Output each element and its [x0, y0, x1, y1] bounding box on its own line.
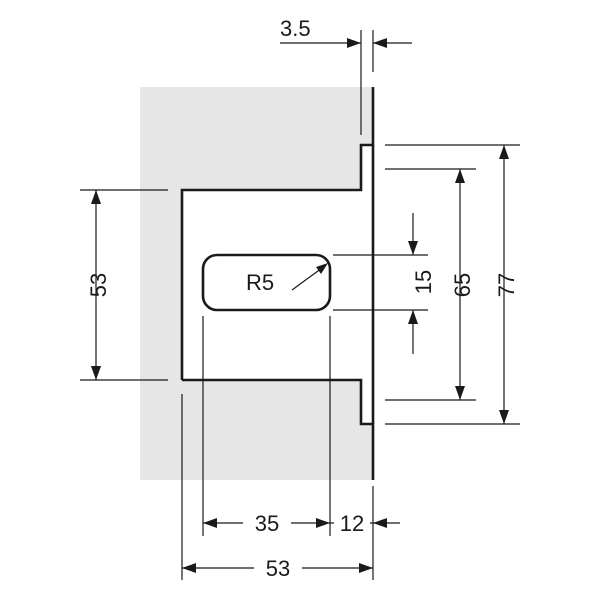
arrow-65-up: [455, 169, 465, 183]
label-slot-width: 35: [255, 511, 279, 536]
arrow-35-left: [203, 518, 217, 528]
label-bg-bottom: [254, 553, 302, 581]
arrow-65-down: [455, 386, 465, 400]
pocket-cutout: [182, 145, 373, 424]
arrow-12-right: [373, 518, 387, 528]
pocket-outline: [180, 87, 375, 380]
radius-label: R5: [246, 270, 274, 295]
arrow-bottom-left: [182, 563, 196, 573]
radius-leader: [291, 267, 323, 291]
arrow-77-up: [499, 145, 509, 159]
label-bg-12: [334, 508, 370, 536]
label-plate-height: 77: [494, 273, 519, 297]
slot-outline: [201, 253, 332, 312]
radius-arrow: [316, 263, 328, 274]
arrow-left-up: [91, 190, 101, 204]
arrow-77-down: [499, 410, 509, 424]
arrow-top-right: [373, 38, 387, 48]
arrow-15-up: [408, 310, 418, 324]
label-bg-35: [243, 508, 291, 536]
arrow-top-left: [347, 38, 361, 48]
label-slot-edge-offset: 12: [340, 511, 364, 536]
arrow-15-down: [408, 241, 418, 255]
label-bottom-width: 53: [266, 556, 290, 581]
arrow-left-down: [91, 366, 101, 380]
pocket-outline-bottom: [182, 378, 375, 480]
label-slot-height: 15: [411, 270, 436, 294]
label-recess-height: 65: [450, 273, 475, 297]
arrow-35-right: [316, 518, 330, 528]
label-left-height: 53: [86, 273, 111, 297]
arrow-bottom-right: [359, 563, 373, 573]
label-top-thickness: 3.5: [280, 16, 311, 41]
